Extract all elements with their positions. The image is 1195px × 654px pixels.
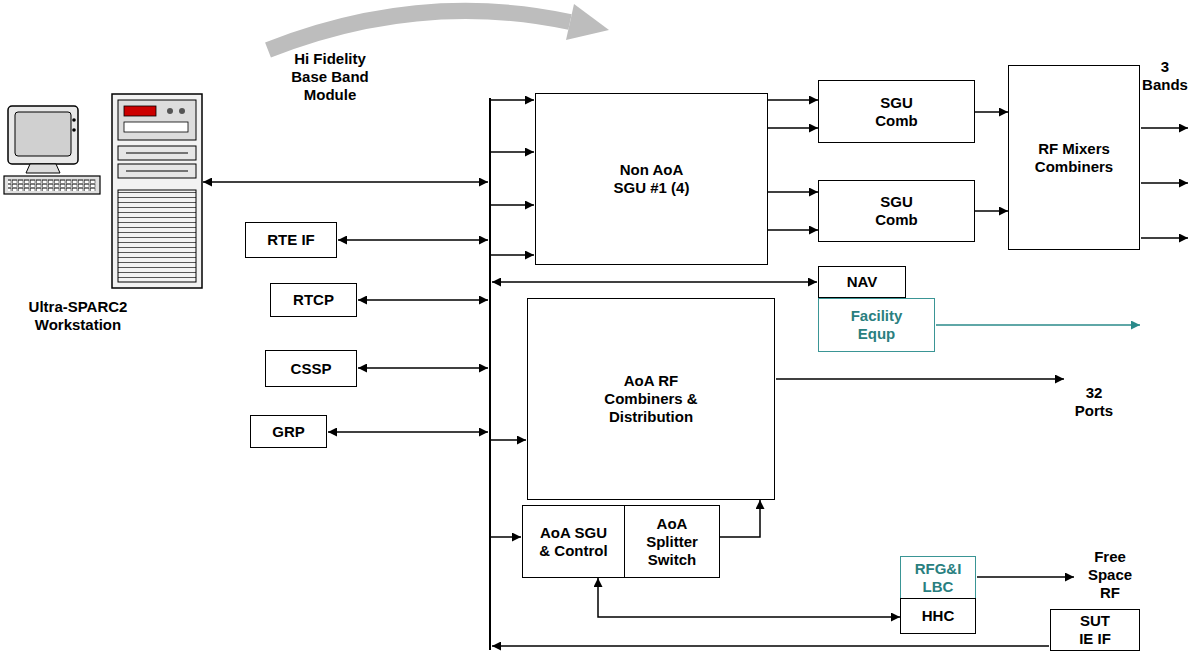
drive-slot xyxy=(126,171,188,172)
flow-arrow-head xyxy=(566,4,609,40)
tower-grille xyxy=(118,190,196,282)
output-arrow xyxy=(977,576,1074,578)
tower-knob xyxy=(179,108,185,114)
connector-arrow xyxy=(768,99,818,101)
callout-label: 32 Ports xyxy=(1068,384,1120,420)
mixer-box: RF Mixers Combiners xyxy=(1008,65,1140,250)
box-label: CSSP xyxy=(291,360,332,378)
box-label: RFG&I LBC xyxy=(915,560,962,596)
output-arrow xyxy=(936,324,1140,326)
connector-arrow xyxy=(598,578,900,617)
tower-panel xyxy=(118,100,196,140)
interface-box: RTE IF xyxy=(245,222,337,258)
processor-box: CSSP xyxy=(265,350,357,387)
box-label: SGU Comb xyxy=(875,193,917,229)
drive-slot xyxy=(124,122,188,132)
bus-wire xyxy=(491,536,521,538)
processor-box: GRP xyxy=(250,415,327,448)
generator-box: AoA SGU & Control xyxy=(522,505,625,578)
interface-box: SUT IE IF xyxy=(1050,609,1140,651)
controller-box: HHC xyxy=(900,598,976,634)
drive-bay xyxy=(118,164,196,178)
facility-box: RFG&I LBC xyxy=(900,556,976,599)
box-label: AoA RF Combiners & Distribution xyxy=(594,372,709,426)
combiner-box: SGU Comb xyxy=(818,180,975,242)
bus-wire xyxy=(358,367,488,369)
bus-wire xyxy=(491,204,534,206)
callout-label: Free Space RF xyxy=(1082,548,1138,602)
bus-wire xyxy=(338,239,488,241)
output-arrow xyxy=(776,378,1064,380)
bus-wire xyxy=(358,299,488,301)
workstation-illustration xyxy=(4,94,202,288)
box-label: Facility Equp xyxy=(851,307,903,343)
box-label: SGU Comb xyxy=(875,94,917,130)
bus-wire xyxy=(203,181,488,183)
monitor xyxy=(8,106,78,164)
connector-arrow xyxy=(975,111,1008,113)
monitor-knob xyxy=(72,128,76,132)
box-label: AoA Splitter Switch xyxy=(646,515,698,569)
bus-wire xyxy=(328,431,488,433)
flow-arrow xyxy=(268,11,570,50)
drive-bay xyxy=(118,146,196,160)
callout-label: 3 Bands xyxy=(1140,58,1190,94)
connector-arrow xyxy=(720,500,760,537)
screen xyxy=(15,112,71,156)
bus-wire xyxy=(492,645,1049,647)
tower-knob xyxy=(167,108,173,114)
processor-box: RTCP xyxy=(270,283,357,317)
box-label: Non AoA SGU #1 (4) xyxy=(607,161,697,197)
box-label: AoA SGU & Control xyxy=(534,524,614,560)
switch-box: AoA Splitter Switch xyxy=(624,505,720,578)
workstation: Ultra-SPARC2 Workstation xyxy=(0,92,205,338)
connector-arrow xyxy=(975,210,1008,212)
workstation-label: Ultra-SPARC2 Workstation xyxy=(3,298,153,334)
bus-line xyxy=(489,98,491,650)
nav-box: NAV xyxy=(818,266,906,298)
connector-arrow xyxy=(768,229,818,231)
box-label: NAV xyxy=(847,273,878,291)
bus-wire xyxy=(491,99,534,101)
box-label: SUT IE IF xyxy=(1073,612,1118,648)
facility-box: Facility Equp xyxy=(818,298,935,352)
monitor-knob xyxy=(72,118,76,122)
bus-wire xyxy=(491,151,534,153)
output-arrow xyxy=(1141,127,1188,129)
connector-arrow xyxy=(768,127,818,129)
drive-slot xyxy=(126,153,188,154)
bus-wire xyxy=(491,439,526,441)
callout-label: Hi Fidelity Base Band Module xyxy=(285,50,375,104)
box-label: RTE IF xyxy=(267,231,315,249)
combiner-box: AoA RF Combiners & Distribution xyxy=(527,298,775,500)
bus-wire xyxy=(492,281,817,283)
box-label: RF Mixers Combiners xyxy=(1035,140,1113,176)
connector-arrow xyxy=(768,191,818,193)
box-label: HHC xyxy=(922,607,955,625)
output-arrow xyxy=(1141,182,1188,184)
tower xyxy=(112,94,202,288)
keyboard-keys xyxy=(8,179,96,191)
monitor-stand xyxy=(26,164,60,173)
bus-wire xyxy=(491,254,534,256)
generator-box: Non AoA SGU #1 (4) xyxy=(535,93,768,265)
keyboard xyxy=(4,176,100,194)
box-label: GRP xyxy=(272,423,305,441)
output-arrow xyxy=(1141,237,1188,239)
combiner-box: SGU Comb xyxy=(818,80,975,143)
box-label: RTCP xyxy=(293,291,334,309)
display xyxy=(124,106,156,116)
